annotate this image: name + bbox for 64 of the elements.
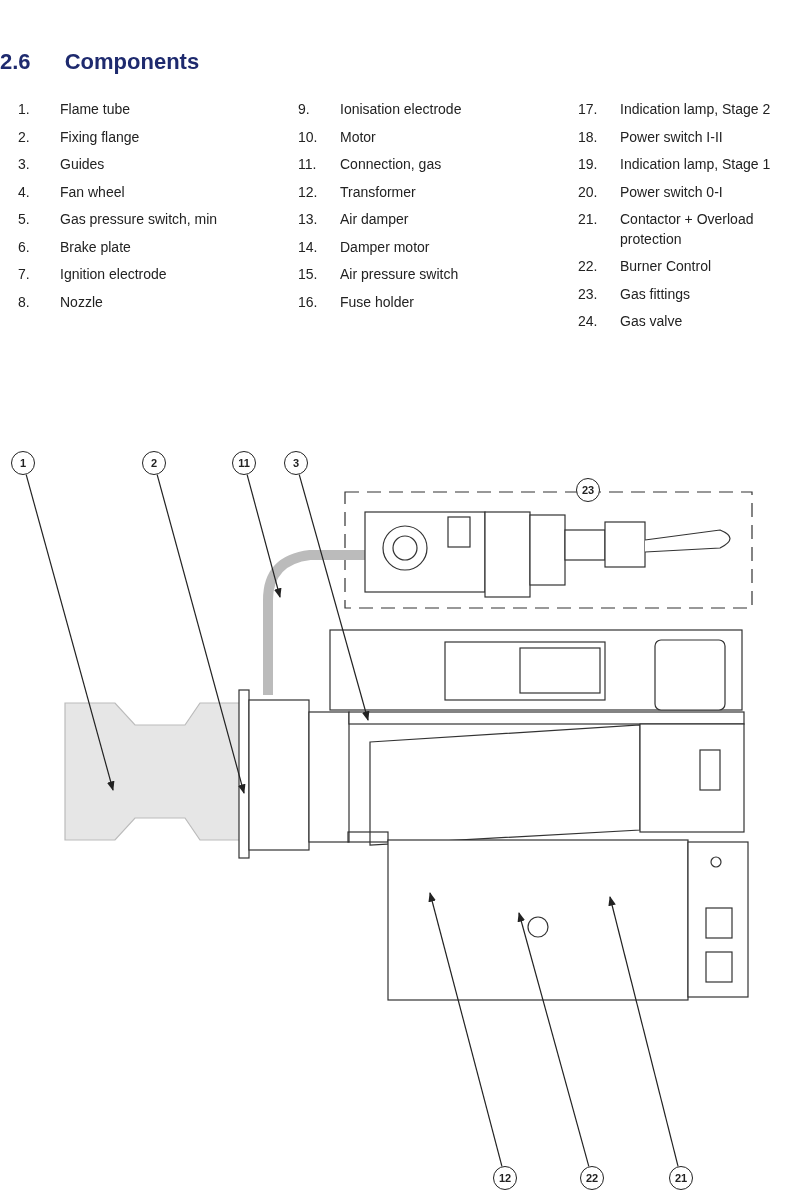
leader-line [517,912,590,1168]
item-number: 9. [298,100,311,119]
component-name: Power switch I-II [620,127,724,147]
item-number: 10. [298,127,319,147]
component-name: Fan wheel [60,182,126,202]
item-number: 1. [18,100,31,119]
callout-number: 12 [493,1166,517,1190]
component-name: Power switch 0-I [620,182,724,202]
component-name: Transformer [340,182,417,202]
component-name: Air pressure switch [340,265,460,284]
item-number: 7. [18,265,31,284]
item-number: 22. [578,257,599,276]
component-name: Flame tube [60,100,132,119]
component-name: Air damper [340,210,410,229]
item-number: 6. [18,237,31,257]
component-name: Burner Control [620,257,713,276]
component-name: Nozzle [60,292,104,312]
component-name: Indication lamp, Stage 1 [620,155,772,174]
callout-number: 21 [669,1166,693,1190]
component-name: Fixing flange [60,127,141,147]
component-name: Ignition electrode [60,265,168,284]
callout-number: 2 [142,451,166,475]
item-number: 5. [18,210,31,229]
item-number: 17. [578,100,599,119]
leader-line [608,896,679,1167]
component-name: Indication lamp, Stage 2 [620,100,772,119]
item-number: 13. [298,210,319,229]
component-name: Connection, gas [340,155,443,174]
component-name: Gas valve [620,312,684,331]
item-number: 12. [298,182,319,202]
item-number: 2. [18,127,31,147]
leader-line [25,473,115,791]
item-number: 18. [578,127,599,147]
item-number: 11. [298,155,318,174]
component-name: Damper motor [340,237,431,257]
leader-line [156,473,246,794]
callout-number: 11 [232,451,256,475]
component-name: Contactor + Overload protection [620,210,755,249]
item-number: 19. [578,155,599,174]
callout-number: 23 [576,478,600,502]
item-number: 8. [18,292,31,312]
leader-line [246,474,282,598]
item-number: 24. [578,312,599,331]
item-number: 21. [578,210,599,229]
item-number: 14. [298,237,319,257]
component-name: Brake plate [60,237,132,257]
component-name: Motor [340,127,377,147]
component-name: Guides [60,155,106,174]
component-name: Ionisation electrode [340,100,463,119]
item-number: 20. [578,182,599,202]
section-heading: 2.6 Components [0,48,200,76]
component-name: Gas fittings [620,284,692,304]
callout-number: 22 [580,1166,604,1190]
callout-number: 1 [11,451,35,475]
callout-number: 3 [284,451,308,475]
component-name: Fuse holder [340,292,415,312]
item-number: 3. [18,155,31,174]
item-number: 23. [578,284,599,304]
item-number: 15. [298,265,319,284]
item-number: 16. [298,292,319,312]
leader-line [298,473,370,721]
item-number: 4. [18,182,31,202]
leader-line [428,892,503,1167]
component-name: Gas pressure switch, min [60,210,219,229]
